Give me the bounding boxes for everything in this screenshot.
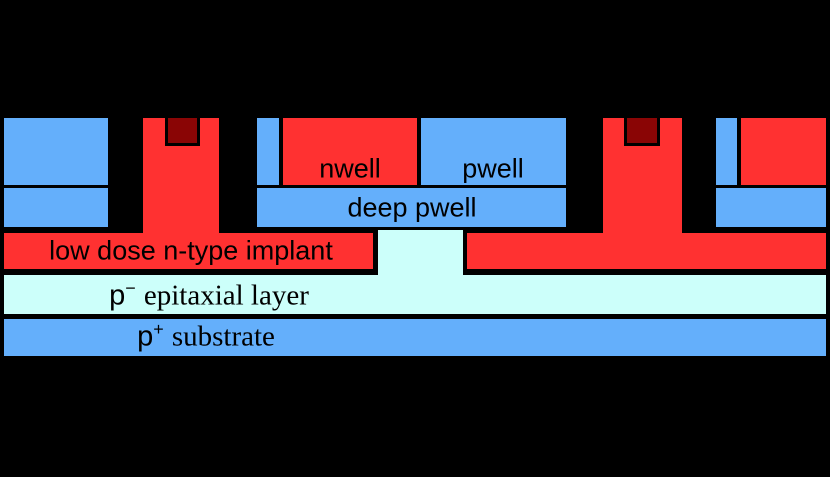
substrate-region xyxy=(4,319,826,356)
narrow-pwell-strip-right-region xyxy=(716,118,737,185)
deep-well-right-region xyxy=(716,188,826,227)
n-contact-right-region xyxy=(624,115,660,146)
epitaxial-p-symbol: p xyxy=(109,279,126,312)
epitaxial-label-text: epitaxial layer xyxy=(143,279,309,312)
epitaxial-layer-label: p−epitaxial layer xyxy=(109,279,309,312)
nwell-region xyxy=(283,118,417,185)
epitaxial-layer-region xyxy=(4,275,826,314)
nwell-label: nwell xyxy=(319,153,381,184)
well-left-lower-region xyxy=(4,188,108,227)
narrow-pwell-strip-center-region xyxy=(257,118,279,185)
pwell-label: pwell xyxy=(462,153,524,184)
n-contact-left-region xyxy=(165,115,200,146)
deep-pwell-label: deep pwell xyxy=(347,192,477,223)
low-dose-implant-label: low dose n-type implant xyxy=(49,235,333,266)
substrate-label-text: substrate xyxy=(171,320,275,353)
substrate-label: p+ substrate xyxy=(137,320,275,353)
well-left-upper-region xyxy=(4,118,108,185)
pwell-region xyxy=(421,118,566,185)
substrate-plus-superscript: + xyxy=(153,318,164,339)
substrate-p-symbol: p xyxy=(137,320,154,353)
epitaxial-minus-superscript: − xyxy=(125,277,136,298)
deep-pwell-region xyxy=(257,188,566,227)
nwell-right-region xyxy=(741,118,826,185)
